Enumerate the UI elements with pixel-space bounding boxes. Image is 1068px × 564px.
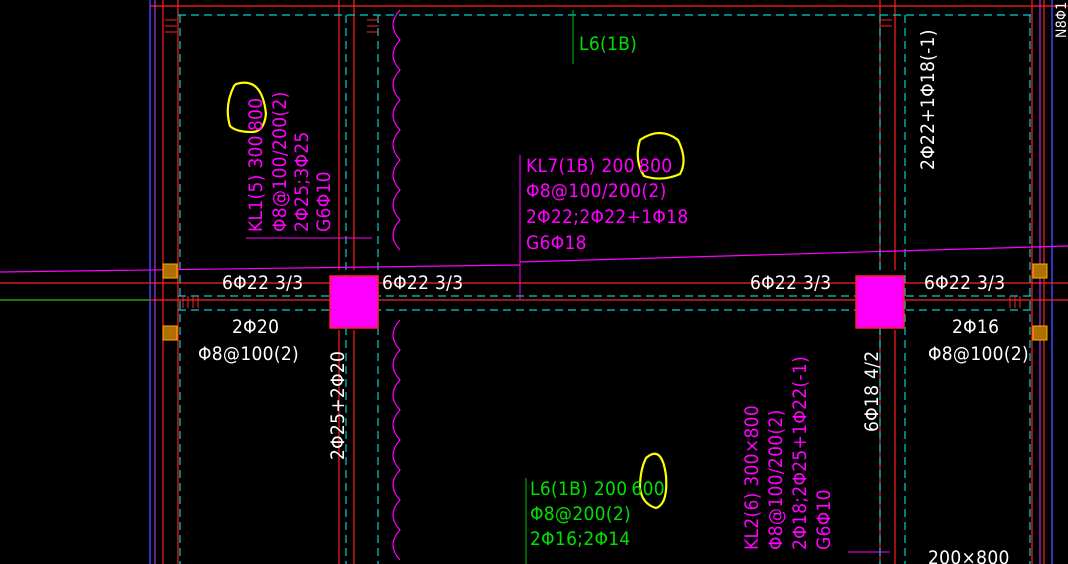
bottom-right-2[interactable]: Φ8@100(2) (928, 343, 1029, 365)
top-right-vertical[interactable]: 2Φ22+1Φ18(-1) (917, 29, 939, 170)
column-right[interactable] (855, 275, 905, 329)
beam-top-center-right[interactable]: 6Φ22 3/3 (750, 272, 831, 294)
kl2-annotation[interactable]: KL2(6) 300×800 Φ8@100/200(2) 2Φ18;2Φ25+1… (741, 356, 835, 550)
col-left-vertical[interactable]: 2Φ25+2Φ20 (327, 351, 349, 460)
columns (162, 263, 1048, 341)
kl2-line3: 2Φ18;2Φ25+1Φ22(-1) (789, 356, 811, 550)
bottom-right-1[interactable]: 2Φ16 (952, 316, 999, 338)
col-right-vertical[interactable]: 6Φ18 4/2 (861, 351, 883, 432)
kl1-annotation[interactable]: KL1(5) 300800 Φ8@100/200(2) 2Φ25;3Φ25 G6… (245, 91, 335, 232)
yellow-annotations (226, 81, 685, 510)
bottom-right-dim[interactable]: 200×800 (928, 547, 1010, 564)
kl2-line1: KL2(6) 300×800 (741, 405, 763, 550)
beam-top-left[interactable]: 6Φ22 3/3 (222, 272, 303, 294)
edge-right-top: N8Φ1 (1054, 1, 1068, 38)
marker-left-bottom (162, 325, 178, 341)
l6-bottom-line2: Φ8@200(2) (530, 503, 631, 525)
marker-right-top (1032, 263, 1048, 279)
kl7-line4: G6Φ18 (526, 232, 587, 254)
break-lines (392, 9, 401, 561)
kl2-line2: Φ8@100/200(2) (765, 409, 787, 550)
annotation-circle-l6 (638, 452, 668, 510)
bottom-left-2[interactable]: Φ8@100(2) (198, 343, 299, 365)
kl1-line1: KL1(5) 300800 (245, 98, 267, 232)
annotation-circle-kl1 (226, 81, 268, 134)
kl1-line3: 2Φ25;3Φ25 (291, 131, 313, 232)
bottom-left-1[interactable]: 2Φ20 (232, 316, 279, 338)
kl7-line2: Φ8@100/200(2) (526, 180, 667, 202)
kl1-line4: G6Φ10 (313, 171, 335, 232)
label-l6-top[interactable]: L6(1B) (579, 33, 637, 55)
kl1-line2: Φ8@100/200(2) (269, 91, 291, 232)
beam-top-center-left[interactable]: 6Φ22 3/3 (382, 272, 463, 294)
marker-right-bottom (1032, 325, 1048, 341)
kl2-line4: G6Φ10 (813, 489, 835, 550)
marker-left-top (162, 263, 178, 279)
l6-bottom-line3: 2Φ16;2Φ14 (530, 528, 631, 550)
column-left[interactable] (329, 275, 379, 329)
kl7-line3: 2Φ22;2Φ22+1Φ18 (526, 206, 689, 228)
beam-top-right[interactable]: 6Φ22 3/3 (924, 272, 1005, 294)
annotation-circle-kl7 (636, 131, 685, 180)
